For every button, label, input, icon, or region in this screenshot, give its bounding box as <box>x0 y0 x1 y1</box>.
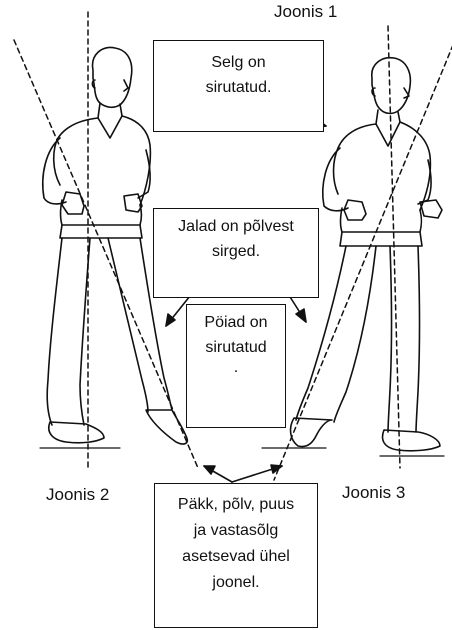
callout-legs: Jalad on põlvest sirged. <box>153 208 319 298</box>
callout-feet-line2: sirutatud <box>205 336 266 361</box>
callout-alignment-line1: Päkk, põlv, puus <box>178 492 294 518</box>
callout-alignment-line2: ja vastasõlg <box>194 518 279 544</box>
callout-back: Selg on sirutatud. <box>153 40 324 132</box>
callout-back-line1: Selg on <box>211 51 265 76</box>
callout-feet-line3: . <box>234 361 238 375</box>
callout-feet: Pöiad on sirutatud . <box>186 304 286 428</box>
callout-alignment-line4: joonel. <box>212 570 259 596</box>
callout-legs-line1: Jalad on põlvest <box>178 215 294 240</box>
figure-label-3: Joonis 3 <box>342 483 405 503</box>
callout-legs-line2: sirged. <box>212 240 260 265</box>
figure-label-1: Joonis 1 <box>274 2 337 22</box>
figure-label-2: Joonis 2 <box>46 485 109 505</box>
callout-alignment: Päkk, põlv, puus ja vastasõlg asetsevad … <box>154 483 318 628</box>
callout-feet-line1: Pöiad on <box>204 311 267 336</box>
callout-alignment-line3: asetsevad ühel <box>182 544 290 570</box>
callout-back-line2: sirutatud. <box>206 76 272 101</box>
